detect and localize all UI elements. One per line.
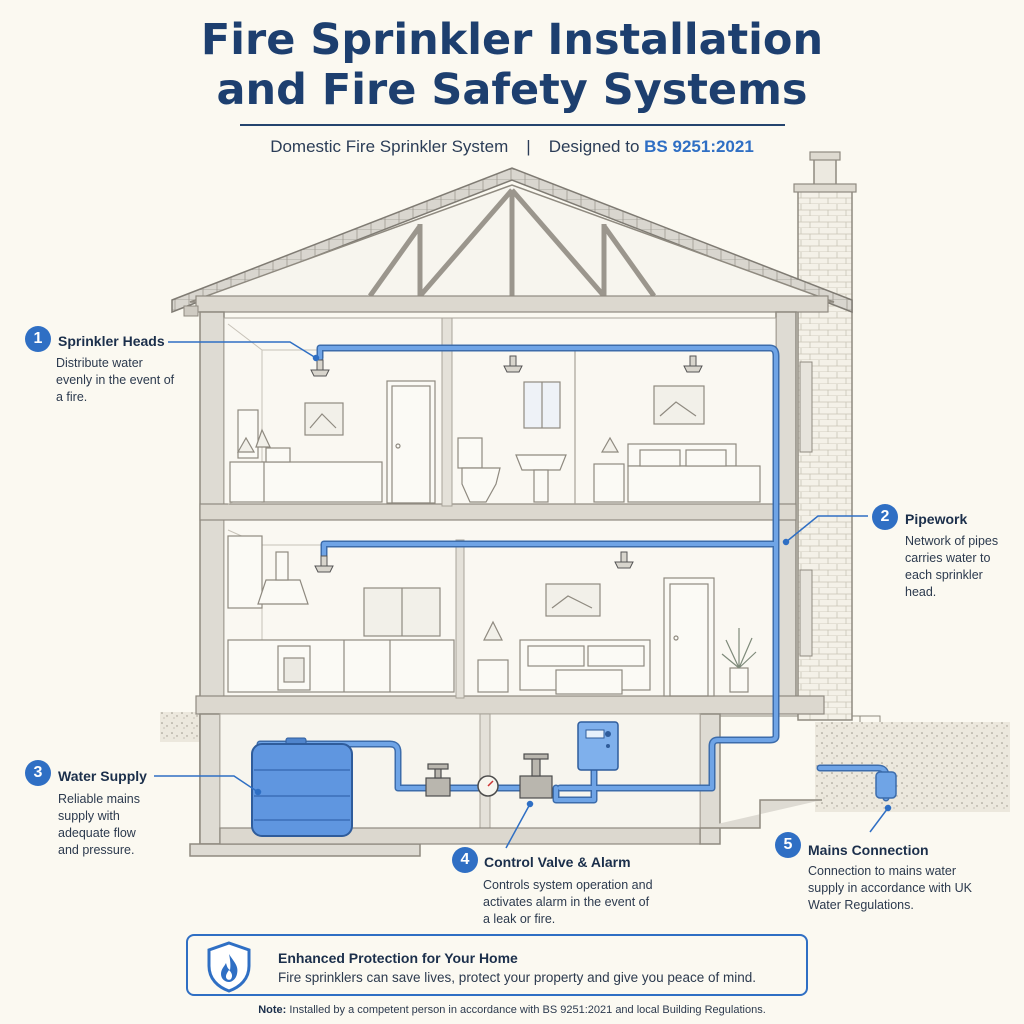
sprinkler-head-icons — [310, 355, 703, 573]
main-title-line-1: Fire Sprinkler Installation — [200, 15, 824, 65]
roof — [171, 167, 853, 317]
callout-number-badge: 4 — [452, 847, 478, 873]
callout-description: Reliable mains supply with adequate flow… — [58, 792, 140, 857]
callout-description: Controls system operation and activates … — [483, 878, 653, 926]
callout-number-badge: 3 — [25, 760, 51, 786]
living-room — [477, 577, 757, 697]
bedroom-left — [229, 380, 436, 504]
footer-note: Note: Installed by a competent person in… — [0, 1004, 1024, 1016]
callout-title: Water Supply — [58, 768, 147, 784]
banner-text: Fire sprinklers can save lives, protect … — [278, 970, 756, 985]
callout-number-badge: 2 — [872, 504, 898, 530]
callout-description: Distribute water evenly in the event of … — [56, 356, 175, 404]
callout-title: Mains Connection — [808, 842, 929, 858]
callout-description: Network of pipes carries water to each s… — [905, 534, 999, 599]
subtitle-standard: BS 9251:2021 — [644, 137, 754, 156]
title-divider — [240, 124, 785, 126]
callout-number-badge: 1 — [25, 326, 51, 352]
subtitle-designed-prefix: Designed to — [548, 137, 640, 156]
callout-number-badge: 5 — [775, 832, 801, 858]
callout-title: Control Valve & Alarm — [484, 854, 631, 870]
downpipe — [799, 361, 813, 657]
callout-description: Connection to mains water supply in acco… — [808, 864, 972, 912]
main-title-line-2: and Fire Safety Systems — [216, 65, 808, 115]
bedroom-right — [593, 385, 761, 503]
banner-title: Enhanced Protection for Your Home — [278, 950, 518, 966]
subtitle-system: Domestic Fire Sprinkler System — [270, 137, 509, 156]
callout-leader-lines — [154, 341, 892, 849]
callout-title: Pipework — [905, 511, 968, 527]
kitchen — [227, 535, 455, 693]
pipework — [256, 344, 897, 804]
note-label: Note: — [258, 1004, 287, 1016]
note-text: Installed by a competent person in accor… — [289, 1004, 766, 1016]
protection-banner: Enhanced Protection for Your Home Fire s… — [186, 934, 808, 996]
subtitle-separator: | — [526, 137, 531, 156]
bathroom — [457, 381, 567, 503]
callout-title: Sprinkler Heads — [58, 333, 165, 349]
subtitle: Domestic Fire Sprinkler System | Designed … — [0, 137, 1024, 157]
control-valve-assembly — [425, 721, 619, 799]
water-tank-icon — [251, 737, 353, 837]
shield-flame-icon — [207, 941, 251, 993]
